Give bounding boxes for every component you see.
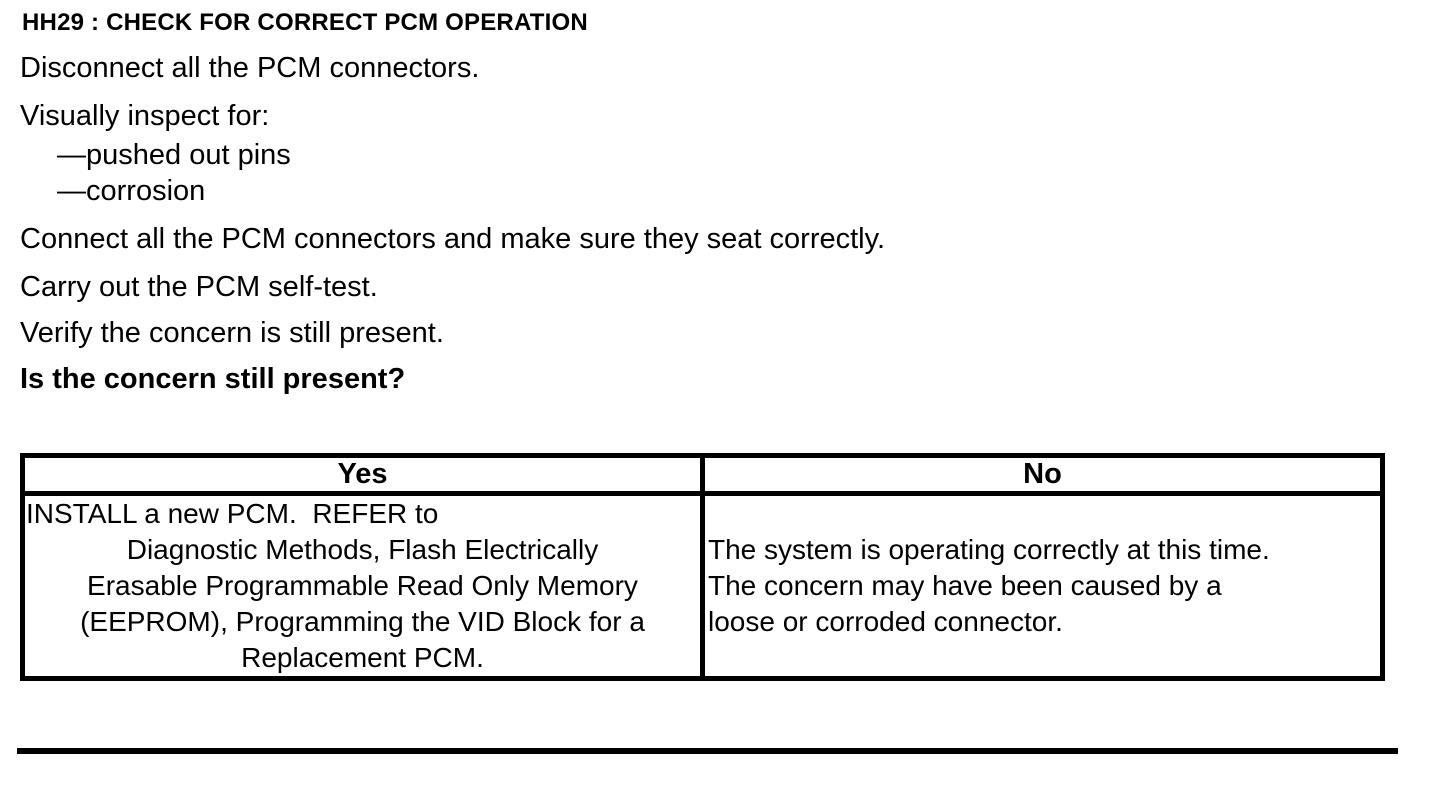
no-action-line: The system is operating correctly at thi…	[708, 534, 1270, 565]
no-action-line: loose or corroded connector.	[708, 606, 1063, 637]
no-action-line: The concern may have been caused by a	[708, 570, 1222, 601]
yes-action-line: Replacement PCM.	[241, 642, 484, 673]
no-action-cell: The system is operating correctly at thi…	[700, 491, 1385, 681]
yes-action-text: INSTALL a new PCM. REFER to Diagnostic M…	[25, 496, 700, 676]
pinpoint-test-page: HH29 : CHECK FOR CORRECT PCM OPERATION D…	[0, 10, 1440, 792]
instruction-line: Visually inspect for:	[20, 100, 270, 132]
inspection-list-item: —corrosion	[57, 175, 206, 207]
yes-action-cell: INSTALL a new PCM. REFER to Diagnostic M…	[20, 491, 705, 681]
yes-action-line: (EEPROM), Programming the VID Block for …	[80, 606, 645, 637]
yes-column-header: Yes	[20, 453, 705, 496]
inspection-list-item: —pushed out pins	[57, 139, 291, 171]
no-action-text: The system is operating correctly at thi…	[705, 496, 1380, 676]
yes-action-line: Erasable Programmable Read Only Memory	[87, 570, 638, 601]
yes-action-line: INSTALL a new PCM. REFER to	[26, 498, 439, 529]
instruction-line: Disconnect all the PCM connectors.	[20, 52, 480, 84]
yes-action-line: Diagnostic Methods, Flash Electrically	[126, 534, 599, 565]
yes-no-results-table: Yes No INSTALL a new PCM. REFER to Diagn…	[20, 453, 1385, 681]
table-body-row: INSTALL a new PCM. REFER to Diagnostic M…	[20, 491, 1385, 681]
instruction-line: Verify the concern is still present.	[20, 317, 444, 349]
section-divider-rule	[17, 748, 1398, 754]
question-text: Is the concern still present?	[20, 363, 406, 395]
no-column-header: No	[700, 453, 1385, 496]
test-step-heading: HH29 : CHECK FOR CORRECT PCM OPERATION	[22, 9, 588, 36]
instruction-line: Carry out the PCM self-test.	[20, 271, 378, 303]
table-header-row: Yes No	[20, 453, 1385, 496]
instruction-line: Connect all the PCM connectors and make …	[20, 223, 886, 255]
